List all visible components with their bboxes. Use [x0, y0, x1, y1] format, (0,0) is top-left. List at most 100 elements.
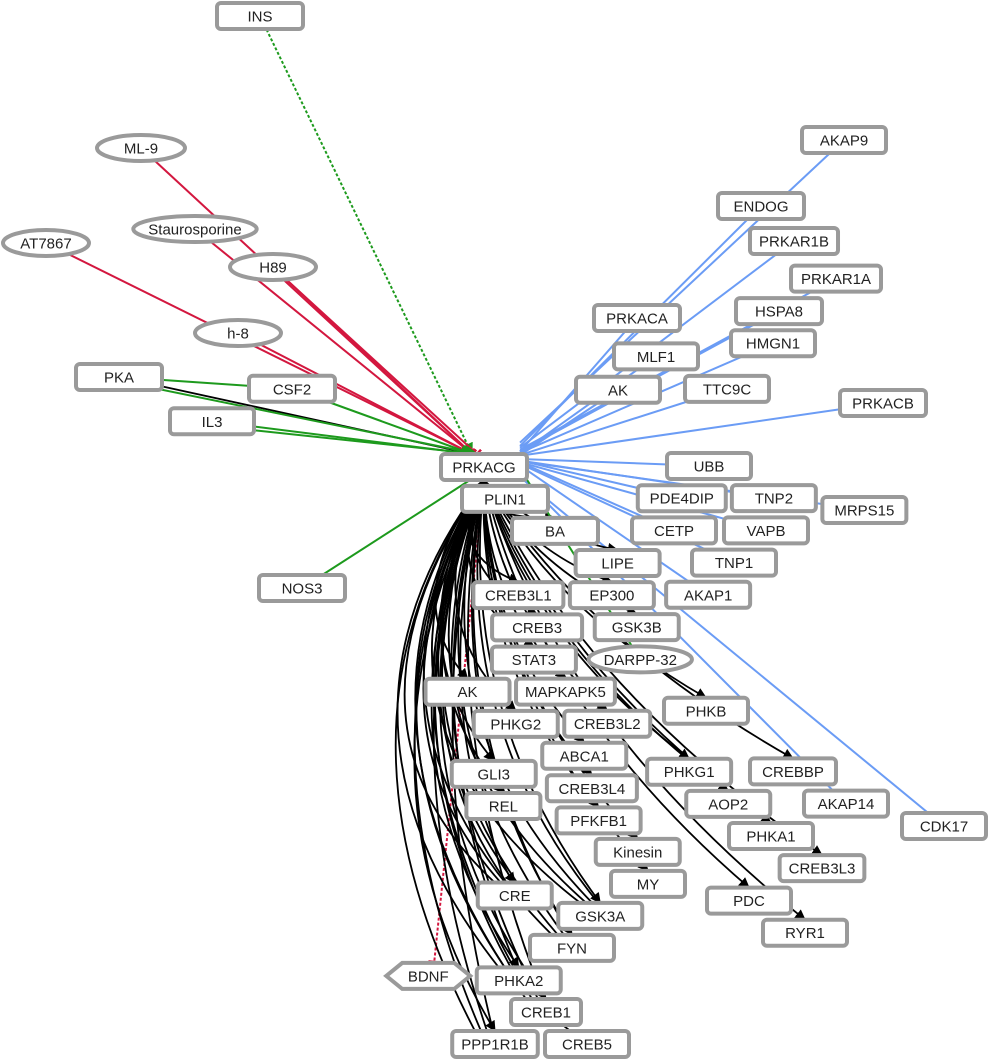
node-phkb[interactable]: PHKB [662, 695, 750, 726]
node-plin1[interactable]: PLIN1 [460, 483, 550, 514]
node-ak-a[interactable]: AK [574, 374, 662, 405]
node-shape [748, 756, 838, 787]
node-shape [464, 791, 543, 822]
node-mlf1[interactable]: MLF1 [612, 341, 700, 372]
node-shape [383, 960, 474, 991]
node-prkacb[interactable]: PRKACB [838, 388, 928, 418]
node-gli3[interactable]: GLI3 [449, 758, 538, 789]
node-endog[interactable]: ENDOG [716, 191, 806, 221]
node-akap1[interactable]: AKAP1 [664, 579, 753, 610]
node-ubb[interactable]: UBB [665, 451, 753, 482]
node-hmgn1[interactable]: HMGN1 [729, 328, 817, 359]
node-h-8[interactable]: h-8 [193, 318, 283, 348]
node-ba[interactable]: BA [510, 515, 600, 546]
node-cetp[interactable]: CETP [630, 515, 718, 546]
node-pka[interactable]: PKA [74, 362, 164, 392]
node-creb3l3[interactable]: CREB3L3 [777, 853, 867, 884]
node-prkar1a[interactable]: PRKAR1A [789, 263, 883, 294]
node-label: LIPE [601, 556, 634, 573]
node-label: PRKAR1B [759, 234, 829, 251]
node-shape [900, 811, 988, 841]
node-creb1[interactable]: CREB1 [509, 996, 583, 1027]
node-akap9[interactable]: AKAP9 [800, 125, 888, 155]
node-shape [789, 263, 883, 294]
node-label: CREB3 [512, 620, 562, 637]
node-label: CREB1 [521, 1004, 571, 1021]
node-ep300[interactable]: EP300 [567, 580, 656, 611]
node-label: ML-9 [124, 141, 158, 158]
node-phkg1[interactable]: PHKG1 [645, 756, 734, 787]
node-pdc[interactable]: PDC [705, 885, 793, 916]
node-kinesin[interactable]: Kinesin [593, 836, 682, 867]
node-label: PHKG1 [664, 764, 715, 781]
node-prkaca[interactable]: PRKACA [592, 303, 682, 333]
node-label: EP300 [589, 588, 634, 605]
node-my[interactable]: MY [609, 868, 687, 899]
node-darpp-32[interactable]: DARPP-32 [586, 644, 694, 675]
node-rel[interactable]: REL [464, 791, 543, 822]
node-ppp1r1b[interactable]: PPP1R1B [450, 1029, 540, 1059]
node-pfkfb1[interactable]: PFKFB1 [554, 805, 643, 836]
node-csf2[interactable]: CSF2 [247, 373, 337, 404]
edge-ins-to-prkacg [259, 15, 473, 456]
node-phka2[interactable]: PHKA2 [474, 965, 563, 996]
node-prkar1b[interactable]: PRKAR1B [747, 226, 841, 256]
node-mrps15[interactable]: MRPS15 [820, 495, 909, 525]
node-fyn[interactable]: FYN [528, 932, 616, 963]
node-abca1[interactable]: ABCA1 [540, 740, 629, 771]
node-phka1[interactable]: PHKA1 [727, 821, 815, 852]
node-creb3l1[interactable]: CREB3L1 [471, 580, 566, 611]
node-mapkapk5[interactable]: MAPKAPK5 [514, 676, 617, 707]
node-akap14[interactable]: AKAP14 [802, 788, 890, 819]
node-label: STAT3 [512, 652, 556, 669]
edge-il3-to-prkacg [216, 425, 479, 459]
node-creb3l2[interactable]: CREB3L2 [562, 708, 653, 739]
node-pde4dip[interactable]: PDE4DIP [635, 483, 728, 514]
node-ak-b[interactable]: AK [423, 676, 512, 707]
node-label: CREB3L2 [574, 716, 641, 733]
node-gsk3b[interactable]: GSK3B [592, 612, 681, 643]
node-lipe[interactable]: LIPE [573, 548, 662, 579]
node-label: PHKG2 [490, 716, 541, 733]
node-vapb[interactable]: VAPB [722, 515, 810, 546]
node-cdk17[interactable]: CDK17 [900, 811, 988, 841]
node-shape [460, 483, 550, 514]
node-aop2[interactable]: AOP2 [684, 788, 773, 819]
node-at7867[interactable]: AT7867 [1, 228, 91, 258]
node-nos3[interactable]: NOS3 [257, 573, 347, 603]
node-label: CRE [499, 888, 531, 905]
node-label: H89 [259, 260, 287, 277]
node-ryr1[interactable]: RYR1 [761, 917, 849, 948]
node-shape [450, 1029, 540, 1059]
node-tnp1[interactable]: TNP1 [690, 547, 778, 578]
node-hspa8[interactable]: HSPA8 [734, 296, 824, 327]
node-staurosporine[interactable]: Staurosporine [131, 214, 259, 244]
node-ttc9c[interactable]: TTC9C [683, 373, 771, 404]
node-h89[interactable]: H89 [228, 252, 318, 282]
edge-h89-to-prkacg [277, 271, 482, 460]
node-phkg2[interactable]: PHKG2 [471, 708, 560, 739]
node-shape [1, 228, 91, 258]
node-creb5[interactable]: CREB5 [543, 1029, 631, 1059]
node-crebbp[interactable]: CREBBP [748, 756, 838, 787]
node-label: CREBBP [762, 764, 824, 781]
node-creb3[interactable]: CREB3 [490, 612, 585, 643]
node-shape [471, 580, 566, 611]
node-prkacg[interactable]: PRKACG [439, 452, 529, 482]
node-ml-9[interactable]: ML-9 [95, 133, 187, 163]
node-stat3[interactable]: STAT3 [489, 644, 578, 675]
node-shape [645, 756, 734, 787]
node-tnp2[interactable]: TNP2 [729, 483, 818, 514]
node-bdnf[interactable]: BDNF [383, 960, 474, 991]
node-label: AK [608, 382, 628, 399]
node-cre[interactable]: CRE [475, 880, 554, 911]
edge-h8-to-prkacg [237, 332, 476, 460]
node-gsk3a[interactable]: GSK3A [556, 900, 645, 931]
node-ins[interactable]: INS [215, 1, 305, 31]
node-creb3l4[interactable]: CREB3L4 [544, 773, 639, 804]
node-il3[interactable]: IL3 [168, 406, 256, 437]
node-label: IL3 [202, 414, 223, 431]
node-shape [761, 917, 849, 948]
